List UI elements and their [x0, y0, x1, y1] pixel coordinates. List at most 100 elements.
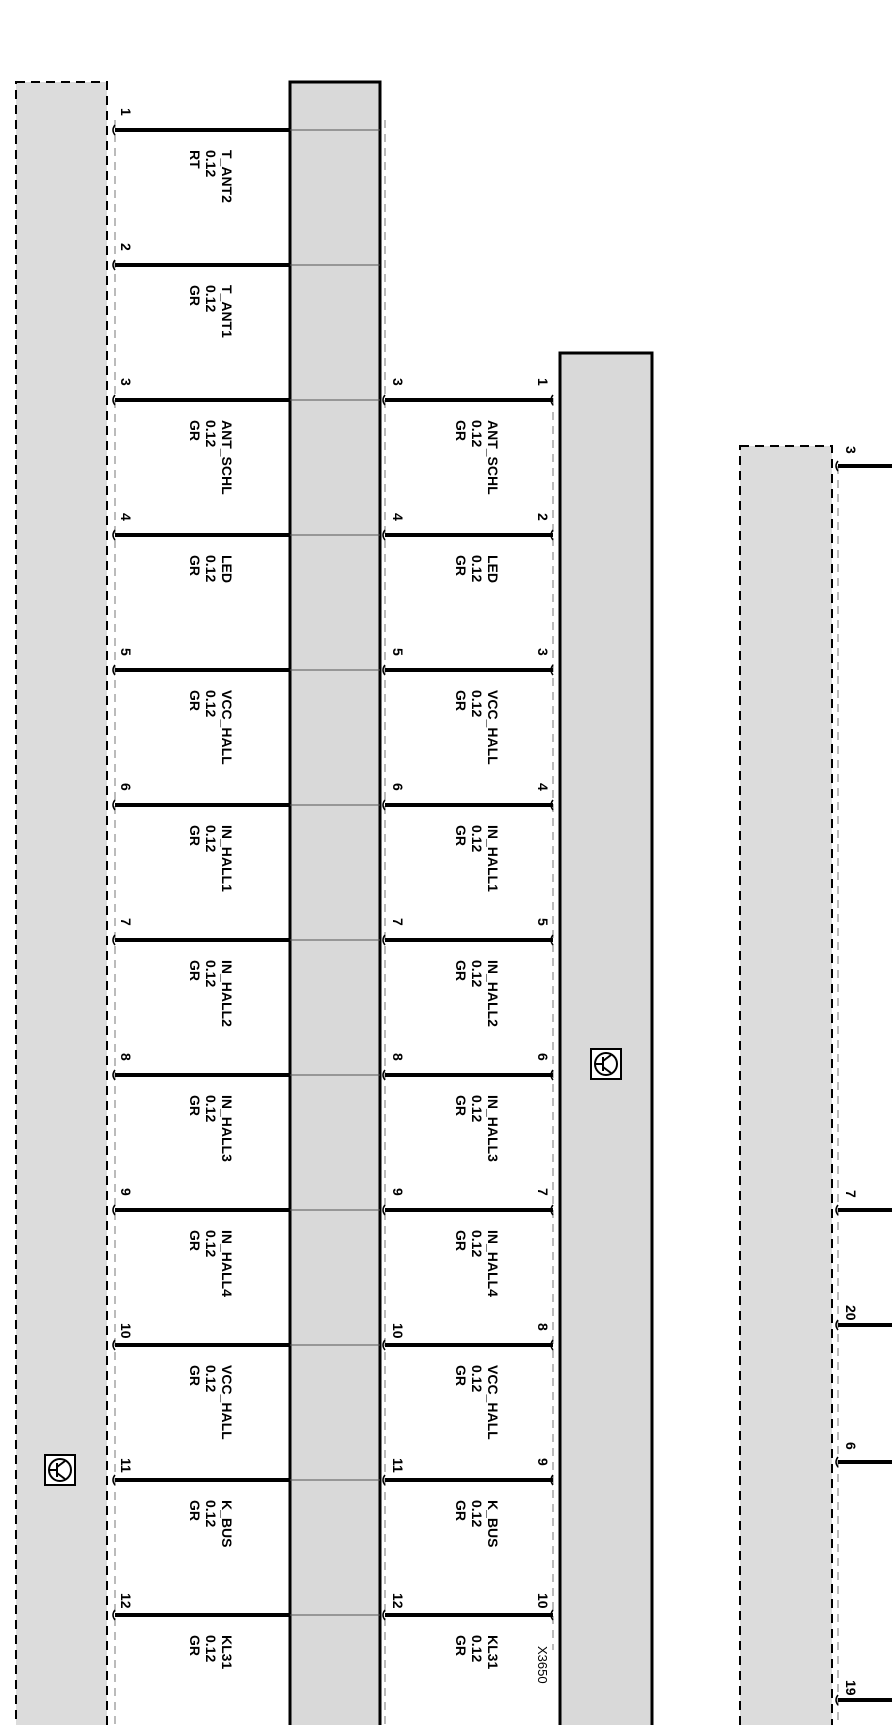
wire-color: GR: [453, 690, 469, 711]
pin-number-far-right: 20: [843, 1305, 859, 1321]
terminal-hook: [382, 1204, 386, 1216]
wire-name: ANT_SCHL: [219, 420, 235, 495]
wire-color: GR: [187, 420, 203, 441]
wire-name: IN_HALL1: [219, 825, 235, 892]
wire-color: GR: [453, 1230, 469, 1251]
wire-far-right-3[interactable]: 3: [835, 446, 892, 472]
pin-number-bottom: 8: [535, 1323, 551, 1331]
wire-size: 0.12: [469, 555, 485, 582]
wire-far-right-7[interactable]: 7: [835, 1190, 892, 1216]
terminal-hook: [550, 934, 554, 946]
terminal-hook: [835, 1319, 839, 1331]
wire-name: IN_HALL2: [219, 960, 235, 1027]
wire-far-right-20[interactable]: 20: [835, 1305, 892, 1331]
pin-number-left: 3: [118, 378, 134, 386]
pin-number-bottom: 10: [535, 1593, 551, 1609]
terminal-hook: [835, 460, 839, 472]
connector-center-strip: [288, 80, 382, 1725]
wire-color: GR: [187, 690, 203, 711]
pin-number-bottom: 7: [535, 1188, 551, 1196]
terminal-hook: [835, 1204, 839, 1216]
wire-color: GR: [187, 1500, 203, 1521]
pin-number-far-right: 7: [843, 1190, 859, 1198]
wire-size: 0.12: [203, 960, 219, 987]
wire-color: GR: [453, 1500, 469, 1521]
terminal-hook: [382, 1474, 386, 1486]
pin-number-left: 9: [118, 1188, 134, 1196]
wire-far-right-19[interactable]: 19: [835, 1680, 892, 1706]
wire-name: VCC_HALL: [485, 690, 501, 765]
pin-number-far-right: 3: [843, 446, 859, 454]
terminal-hook: [835, 1694, 839, 1706]
wire-size: 0.12: [203, 1365, 219, 1392]
pin-number-far-right: 6: [843, 1442, 859, 1450]
terminal-hook: [382, 664, 386, 676]
terminal-hook: [382, 799, 386, 811]
pin-number-top: 11: [390, 1458, 406, 1473]
connector-ref-label: X3650: [535, 1646, 550, 1684]
wire-size: 0.12: [203, 1635, 219, 1662]
wire-size: 0.12: [203, 1095, 219, 1122]
terminal-hook: [112, 799, 116, 811]
terminal-hook: [550, 1069, 554, 1081]
pin-number-left: 5: [118, 648, 134, 656]
wire-size: 0.12: [203, 285, 219, 312]
pin-number-left: 12: [118, 1593, 134, 1609]
wire-far-right-6[interactable]: 6: [835, 1442, 892, 1468]
terminal-hook: [112, 124, 116, 136]
pin-number-top: 12: [390, 1593, 406, 1609]
terminal-hook: [112, 1474, 116, 1486]
wire-color: GR: [187, 1095, 203, 1116]
circled-transistor-icon: [590, 1048, 622, 1080]
wire-color: GR: [453, 1095, 469, 1116]
wire-name: VCC_HALL: [219, 1365, 235, 1440]
wire-name: K_BUS: [485, 1500, 501, 1547]
wire-color: GR: [187, 555, 203, 576]
wire-name: VCC_HALL: [219, 690, 235, 765]
wire-name: IN_HALL2: [485, 960, 501, 1027]
wire-name: K_BUS: [219, 1500, 235, 1547]
wire-color: GR: [453, 1365, 469, 1386]
pin-number-bottom: 1: [535, 378, 551, 386]
wire-name: KL31: [219, 1635, 235, 1669]
terminal-hook: [550, 529, 554, 541]
wire-name: VCC_HALL: [485, 1365, 501, 1440]
wire-name: IN_HALL4: [219, 1230, 235, 1297]
wire-color: GR: [453, 825, 469, 846]
wire-group-far-right: 3 7 20 6 19: [835, 446, 892, 1706]
terminal-hook: [550, 394, 554, 406]
pin-number-bottom: 4: [535, 783, 551, 791]
connector-far-right-dashed: [739, 445, 833, 1725]
pin-number-left: 1: [118, 108, 134, 116]
terminal-hook: [550, 799, 554, 811]
pin-number-bottom: 6: [535, 1053, 551, 1061]
pin-number-top: 10: [390, 1323, 406, 1339]
terminal-hook: [112, 934, 116, 946]
terminal-hook: [550, 1339, 554, 1351]
wire-size: 0.12: [203, 150, 219, 177]
pin-number-bottom: 5: [535, 918, 551, 926]
